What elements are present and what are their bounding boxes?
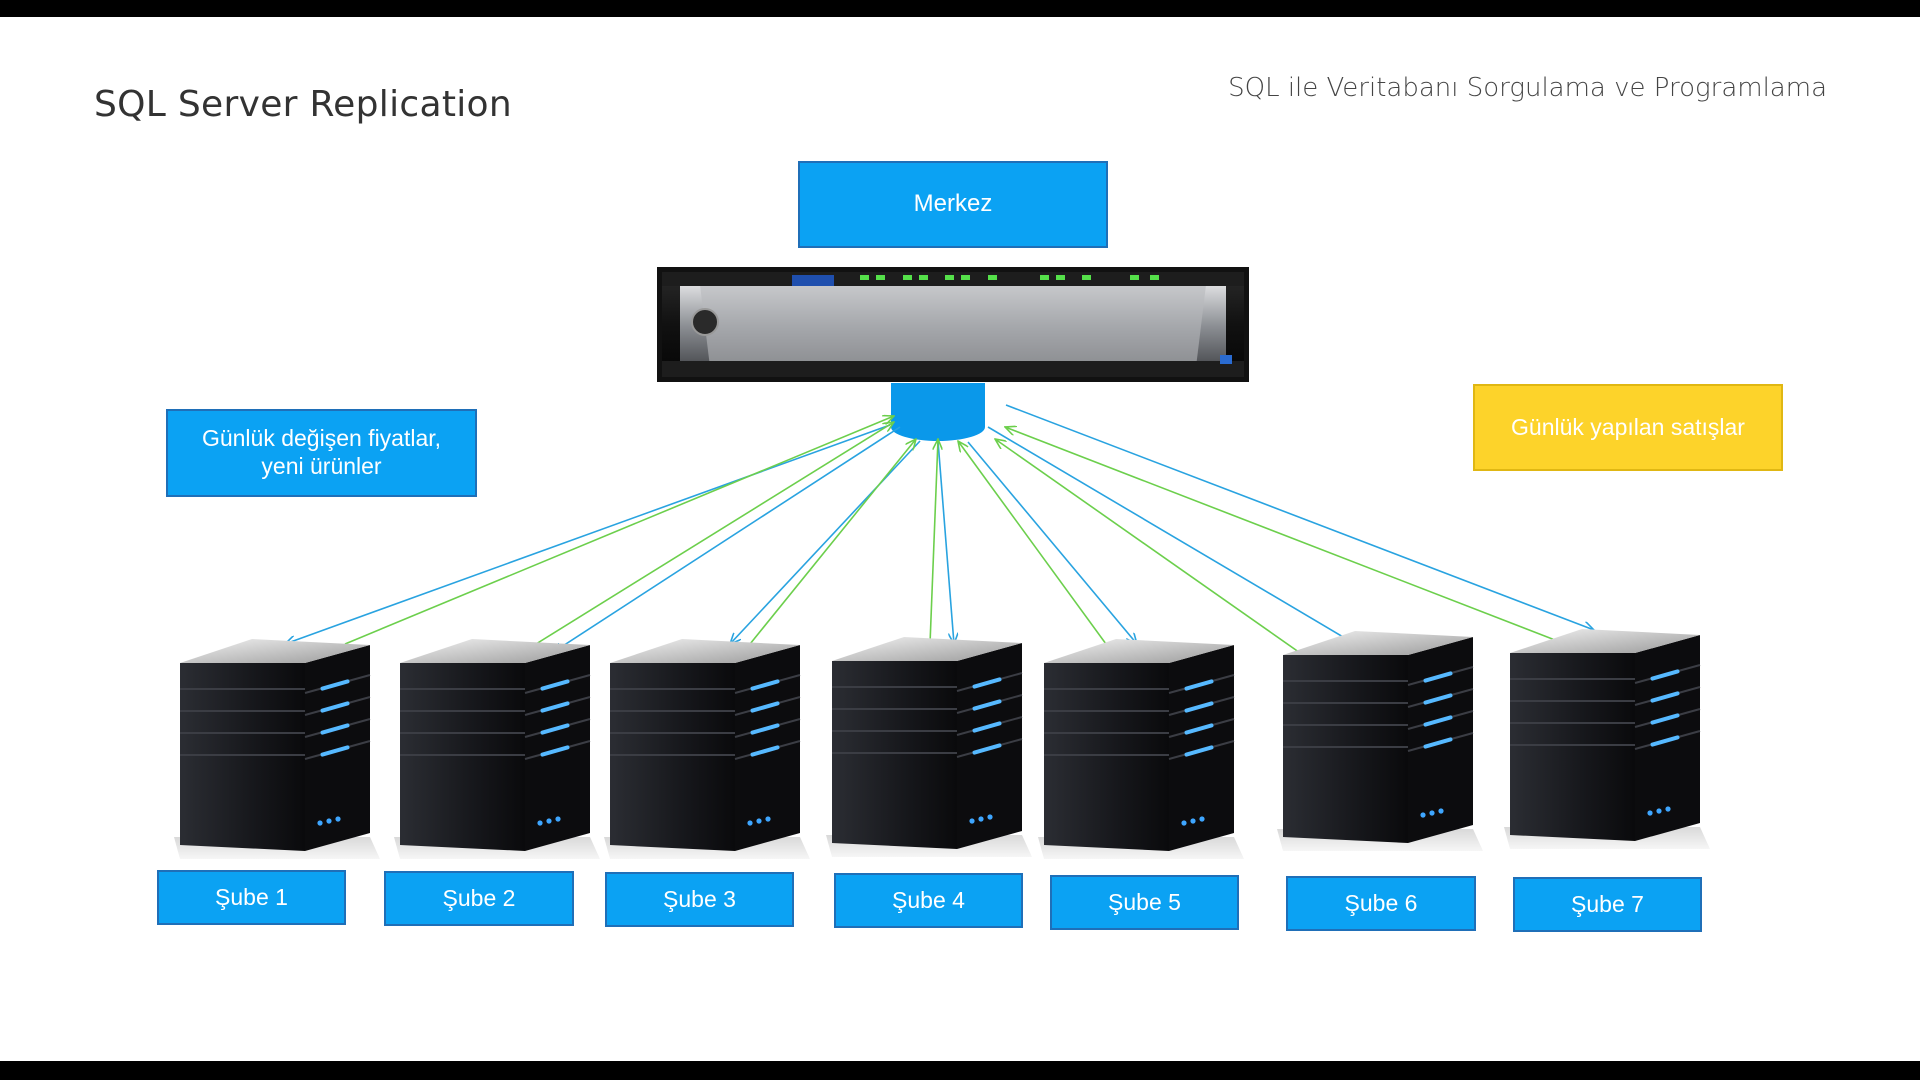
- note-right-box: Günlük yapılan satışlar: [1473, 384, 1783, 471]
- replication-arrows: [285, 404, 1594, 670]
- branch-7-server-icon: [1504, 629, 1710, 849]
- arrow-to-branch-4: [937, 440, 954, 644]
- branch-1-label: Şube 1: [215, 883, 288, 910]
- center-label: Merkez: [913, 190, 993, 218]
- branch-1-box: Şube 1: [157, 870, 346, 925]
- branch-7-box: Şube 7: [1513, 877, 1702, 932]
- branch-5-box: Şube 5: [1050, 875, 1239, 930]
- branch-6-server-icon: [1277, 631, 1483, 851]
- branch-6-label: Şube 6: [1344, 889, 1418, 916]
- note-right-text: Günlük yapılan satışlar: [1511, 413, 1745, 440]
- arrow-to-branch-7: [1005, 404, 1594, 630]
- arrow-to-center-2: [535, 422, 894, 645]
- arrow-to-center-1: [344, 416, 894, 645]
- branch-7-label: Şube 7: [1571, 890, 1644, 917]
- replication-diagram: [174, 267, 1710, 859]
- arrow-to-branch-5: [967, 441, 1137, 644]
- page-title: SQL Server Replication: [94, 84, 512, 125]
- slide: SQL Server Replication SQL ile Veritaban…: [0, 17, 1920, 1061]
- arrow-to-center-4: [929, 439, 938, 645]
- branch-1-server-icon: [174, 639, 380, 859]
- arrow-to-center-6: [995, 439, 1324, 670]
- branch-servers: [174, 629, 1710, 859]
- arrow-to-center-5: [958, 441, 1107, 645]
- note-left-box: Günlük değişen fiyatlar, yeni ürünler: [166, 409, 477, 497]
- arrow-to-center-3: [749, 439, 916, 645]
- note-left-text: Günlük değişen fiyatlar, yeni ürünler: [201, 425, 442, 479]
- branch-2-box: Şube 2: [384, 871, 574, 926]
- central-rack-server-icon: [657, 267, 1249, 382]
- branch-5-label: Şube 5: [1108, 888, 1181, 915]
- branch-4-box: Şube 4: [834, 873, 1023, 928]
- branch-3-label: Şube 3: [663, 885, 736, 912]
- branch-6-box: Şube 6: [1286, 876, 1476, 931]
- database-icon: [891, 383, 985, 441]
- arrow-to-branch-1: [285, 424, 891, 644]
- branch-4-label: Şube 4: [892, 886, 965, 913]
- center-label-box: Merkez: [798, 161, 1108, 248]
- arrow-to-branch-6: [987, 426, 1355, 644]
- arrow-to-branch-3: [730, 440, 921, 644]
- branch-2-label: Şube 2: [442, 884, 516, 911]
- arrow-to-branch-2: [552, 426, 901, 653]
- branch-3-box: Şube 3: [605, 872, 794, 927]
- course-subtitle: SQL ile Veritabanı Sorgulama ve Programl…: [1228, 73, 1827, 103]
- branch-5-server-icon: [1038, 639, 1244, 859]
- branch-3-server-icon: [604, 639, 810, 859]
- arrow-to-center-7: [1005, 427, 1556, 641]
- branch-4-server-icon: [826, 637, 1032, 857]
- branch-2-server-icon: [394, 639, 600, 859]
